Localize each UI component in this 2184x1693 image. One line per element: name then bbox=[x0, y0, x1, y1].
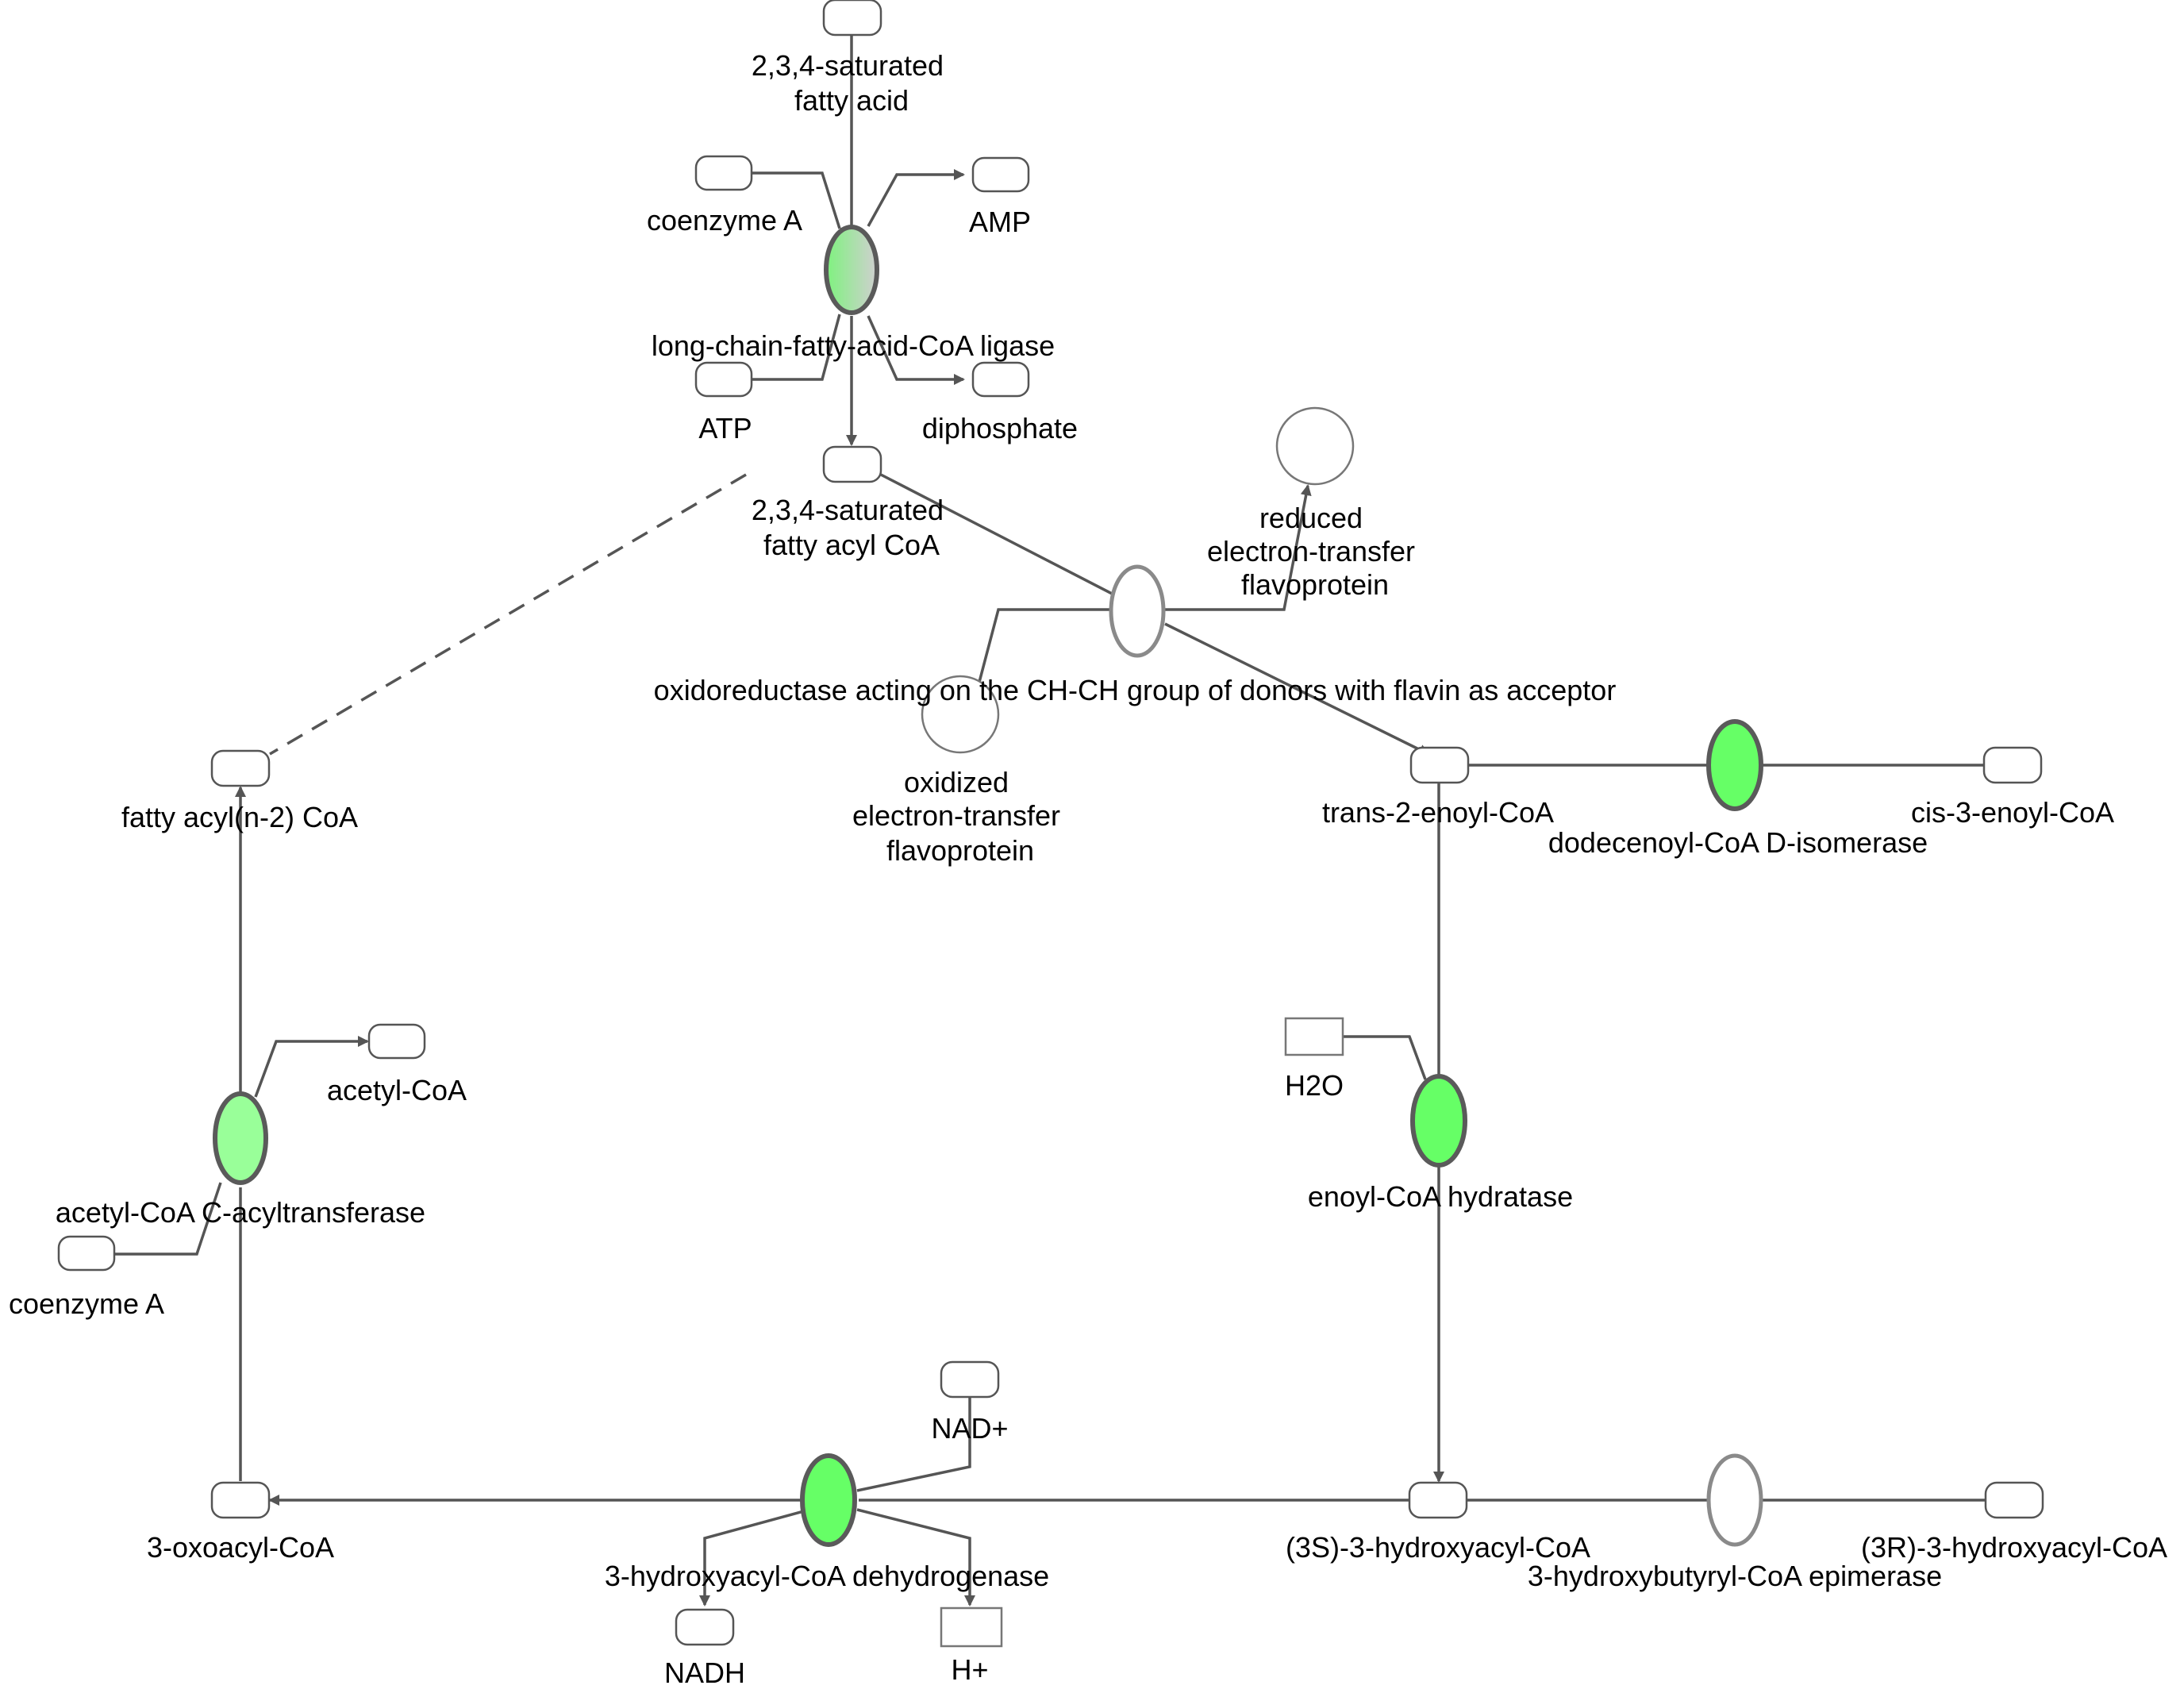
label-acetyl-coa: acetyl-CoA bbox=[327, 1074, 467, 1106]
edge-dehydrogenase-to-h-plus bbox=[856, 1508, 975, 1606]
nadh-node bbox=[675, 1608, 735, 1646]
ligase-enzyme bbox=[824, 225, 879, 315]
label-reduced-etf-line2: electron-transfer bbox=[1207, 535, 1415, 568]
amp-node bbox=[971, 156, 1030, 193]
oxidoreductase-enzyme bbox=[1109, 564, 1166, 658]
edge-coenzyme-a-to-acyltransferase bbox=[115, 1182, 222, 1256]
label-hydratase: enoyl-CoA hydratase bbox=[1308, 1180, 1573, 1213]
label-saturated-fatty-acid: 2,3,4-saturated fatty acid bbox=[752, 49, 952, 117]
saturated-fatty-acyl-coa-node bbox=[822, 445, 882, 483]
label-saturated-fatty-acyl-coa-line1: 2,3,4-saturated bbox=[752, 494, 944, 526]
edge-ligase-to-diphosphate bbox=[867, 315, 965, 385]
fatty-acyl-n2-coa-node bbox=[210, 749, 271, 787]
oxoacyl-coa-node bbox=[210, 1481, 271, 1519]
enzyme-nodes bbox=[213, 225, 1763, 1547]
s-hydroxyacyl-coa-node bbox=[1408, 1481, 1468, 1519]
label-atp: ATP bbox=[698, 412, 752, 444]
edge-atp-to-ligase bbox=[752, 314, 841, 381]
acyltransferase-enzyme bbox=[213, 1091, 268, 1185]
label-reduced-etf: reduced electron-transfer flavoprotein bbox=[1207, 502, 1423, 601]
edge-dehydrogenase-to-nadh bbox=[699, 1508, 810, 1606]
h2o-node bbox=[1284, 1017, 1344, 1056]
label-dehydrogenase: 3-hydroxyacyl-CoA dehydrogenase bbox=[605, 1560, 1049, 1592]
label-h2o: H2O bbox=[1285, 1069, 1344, 1102]
coenzyme-a-top-node bbox=[694, 155, 753, 191]
edge-h2o-to-hydratase bbox=[1343, 1035, 1427, 1080]
edge-coenzyme-a-to-ligase bbox=[752, 171, 841, 229]
label-nad-plus: NAD+ bbox=[931, 1412, 1008, 1445]
reduced-etf-node bbox=[1275, 406, 1355, 486]
nad-plus-node bbox=[940, 1360, 1000, 1399]
isomerase-enzyme bbox=[1706, 719, 1763, 811]
label-fatty-acyl-n2-coa: fatty acyl(n-2) CoA bbox=[121, 801, 358, 833]
labels: 2,3,4-saturated fatty acid coenzyme A AM… bbox=[9, 49, 2167, 1689]
label-coenzyme-a-left: coenzyme A bbox=[9, 1287, 164, 1320]
edge-acyl-coa-dashed-to-fatty-acyl-n2 bbox=[269, 473, 747, 756]
label-oxidized-etf-line3: flavoprotein bbox=[886, 834, 1034, 867]
label-ligase: long-chain-fatty-acid-CoA ligase bbox=[652, 329, 1055, 362]
label-oxidized-etf: oxidized electron-transfer flavoprotein bbox=[852, 766, 1068, 867]
saturated-fatty-acid-node bbox=[822, 0, 882, 37]
edge-acyltransferase-to-acetyl-coa bbox=[254, 1036, 369, 1098]
edge-ligase-to-amp bbox=[867, 169, 965, 227]
label-trans-2-enoyl-coa: trans-2-enoyl-CoA bbox=[1322, 796, 1554, 829]
label-r-hydroxyacyl-coa: (3R)-3-hydroxyacyl-CoA bbox=[1861, 1531, 2167, 1564]
edge-acyl-coa-to-oxidoreductase bbox=[880, 473, 1116, 597]
label-epimerase: 3-hydroxybutyryl-CoA epimerase bbox=[1528, 1560, 1942, 1592]
label-amp: AMP bbox=[969, 206, 1031, 238]
label-saturated-fatty-acid-line1: 2,3,4-saturated bbox=[752, 49, 944, 82]
r-hydroxyacyl-coa-node bbox=[1984, 1481, 2044, 1519]
label-saturated-fatty-acid-line2: fatty acid bbox=[794, 84, 909, 117]
label-oxidoreductase: oxidoreductase acting on the CH-CH group… bbox=[654, 674, 1617, 706]
oxidized-etf-node bbox=[921, 675, 1000, 754]
label-isomerase: dodecenoyl-CoA D-isomerase bbox=[1548, 826, 1928, 859]
acetyl-coa-node bbox=[367, 1023, 426, 1060]
label-coenzyme-a-top: coenzyme A bbox=[647, 204, 802, 237]
label-diphosphate: diphosphate bbox=[922, 412, 1078, 444]
label-cis-3-enoyl-coa: cis-3-enoyl-CoA bbox=[1911, 796, 2114, 829]
label-acyltransferase: acetyl-CoA C-acyltransferase bbox=[56, 1196, 425, 1229]
diphosphate-node bbox=[971, 361, 1030, 398]
edge-oxidized-etf-to-oxidoreductase bbox=[973, 608, 1115, 701]
label-h-plus: H+ bbox=[951, 1653, 988, 1686]
h-plus-node bbox=[940, 1606, 1003, 1648]
label-oxidized-etf-line1: oxidized bbox=[904, 766, 1009, 798]
label-saturated-fatty-acyl-coa: 2,3,4-saturated fatty acyl CoA bbox=[752, 494, 952, 561]
hydratase-enzyme bbox=[1410, 1074, 1467, 1168]
molecule-nodes bbox=[57, 0, 2044, 1648]
label-reduced-etf-line3: flavoprotein bbox=[1241, 568, 1389, 601]
label-oxidized-etf-line2: electron-transfer bbox=[852, 799, 1060, 832]
edge-oxidoreductase-to-reduced-etf bbox=[1165, 484, 1312, 611]
epimerase-enzyme bbox=[1706, 1453, 1763, 1547]
cis-3-enoyl-coa-node bbox=[1982, 746, 2043, 784]
label-oxoacyl-coa: 3-oxoacyl-CoA bbox=[147, 1531, 334, 1564]
trans-2-enoyl-coa-node bbox=[1409, 746, 1470, 784]
label-s-hydroxyacyl-coa: (3S)-3-hydroxyacyl-CoA bbox=[1286, 1531, 1590, 1564]
label-reduced-etf-line1: reduced bbox=[1259, 502, 1363, 534]
coenzyme-a-left-node bbox=[57, 1235, 116, 1272]
edge-oxidoreductase-to-trans-enoyl bbox=[1164, 622, 1430, 756]
label-saturated-fatty-acyl-coa-line2: fatty acyl CoA bbox=[763, 529, 940, 561]
edge-nad-to-dehydrogenase bbox=[856, 1397, 971, 1492]
dehydrogenase-enzyme bbox=[800, 1453, 857, 1547]
atp-node bbox=[694, 361, 753, 398]
label-nadh: NADH bbox=[664, 1656, 745, 1689]
